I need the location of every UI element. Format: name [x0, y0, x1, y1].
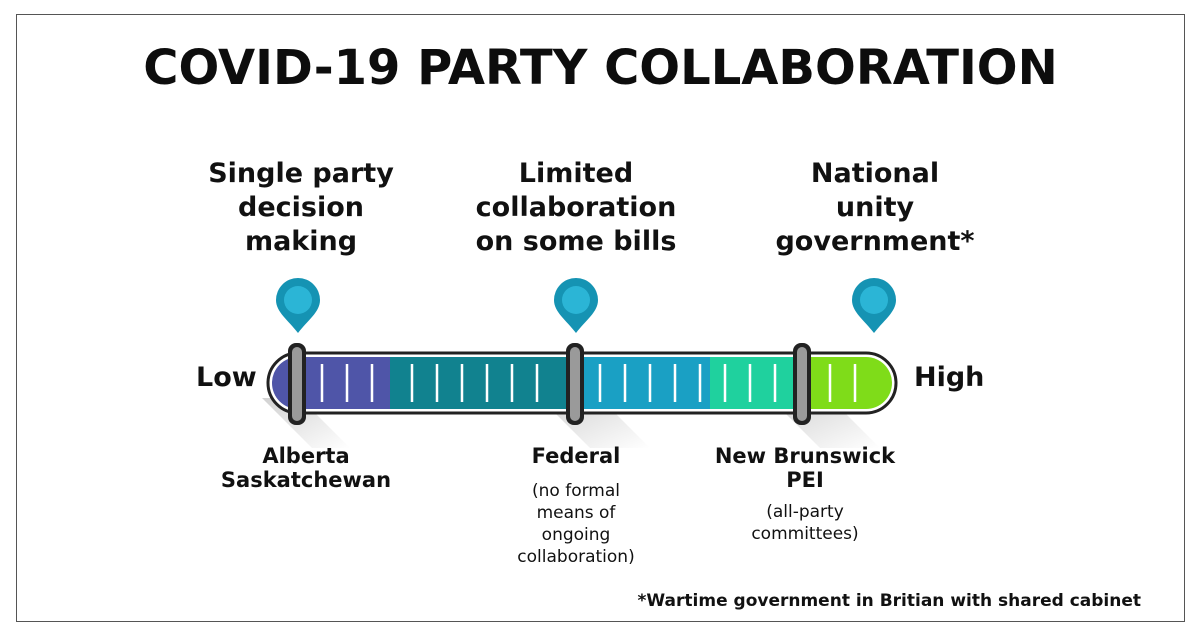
segment-teal [390, 357, 570, 409]
place-name: Federal [531, 444, 621, 468]
note-line: (no formal [532, 481, 620, 501]
note-line: means of [536, 503, 616, 523]
map-pin-icon [276, 278, 320, 333]
footnote: *Wartime government in Britian with shar… [637, 591, 1141, 611]
infographic-frame [16, 14, 1185, 622]
note-line: ongoing [541, 525, 611, 545]
example-mid-note: (no formal means of ongoing collaboratio… [466, 480, 686, 568]
segment-blue [570, 357, 710, 409]
category-line: decision [238, 192, 364, 223]
example-low: Alberta Saskatchewan [176, 444, 436, 492]
category-line: National [810, 158, 940, 189]
example-mid: Federal [446, 444, 706, 468]
marker-low [288, 343, 306, 425]
category-national-unity: National unity government* [745, 157, 1005, 259]
category-line: collaboration [475, 192, 677, 223]
note-line: (all-party [766, 502, 844, 522]
map-pin-icon [852, 278, 896, 333]
category-line: Limited [518, 158, 634, 189]
example-high: New Brunswick PEI [675, 444, 935, 492]
category-limited-collaboration: Limited collaboration on some bills [446, 157, 706, 259]
scale-low-label: Low [196, 362, 257, 393]
segment-lime [805, 357, 892, 409]
place-name: PEI [786, 468, 824, 492]
place-name: New Brunswick [714, 444, 896, 468]
scale-high-label: High [914, 362, 985, 393]
map-pin-icon [554, 278, 598, 333]
example-high-note: (all-party committees) [695, 501, 915, 545]
marker-high [793, 343, 811, 425]
marker-mid [566, 343, 584, 425]
page-title: COVID-19 PARTY COLLABORATION [143, 40, 1058, 96]
category-line: Single party [208, 158, 394, 189]
note-line: committees) [751, 524, 859, 544]
note-line: collaboration) [517, 547, 635, 567]
category-line: on some bills [475, 226, 677, 257]
category-single-party: Single party decision making [171, 157, 431, 259]
category-line: making [244, 226, 358, 257]
category-line: government* [775, 226, 975, 257]
place-name: Alberta [262, 444, 350, 468]
scale-ticks [320, 364, 857, 402]
place-name: Saskatchewan [220, 468, 392, 492]
category-line: unity [835, 192, 915, 223]
